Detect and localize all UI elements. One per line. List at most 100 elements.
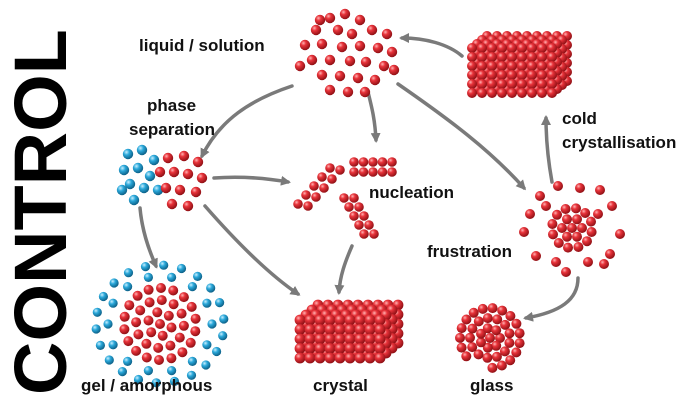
red-particle [461,314,472,325]
crystal-sphere [354,352,366,364]
red-particle [349,157,359,167]
phase-separation-particles [116,144,208,212]
red-particle [572,214,582,225]
red-particle [165,340,176,351]
label-glass: glass [470,376,513,395]
crystal-sphere [507,79,517,89]
red-particle [368,167,378,177]
red-particle [468,307,479,318]
glass-particles [455,303,525,373]
crystal-sphere [364,324,376,335]
red-particle [310,24,322,36]
red-particle [311,192,321,202]
crystal-sphere [304,324,316,335]
crystal-sphere [517,43,527,53]
red-particle [174,332,185,343]
arrow-liquid-to-phase [200,84,294,159]
blue-particle [117,367,127,377]
red-particle [485,333,495,343]
red-particle [349,211,359,221]
blue-particle [176,263,187,274]
red-particle [335,165,345,175]
crystal-sphere [477,88,487,98]
crystal-sphere [477,43,487,53]
red-particle [360,56,372,68]
red-particle [354,220,364,230]
crystal-sphere [537,88,547,98]
crystal-sphere [507,70,517,80]
blue-particle [91,324,101,334]
blue-particle [215,298,225,308]
red-particle [557,223,567,233]
blue-particle [124,178,136,190]
red-particle [388,64,400,76]
crystal-sphere [324,314,336,326]
red-particle [563,242,573,253]
blue-particle [144,170,156,182]
red-particle [314,14,326,26]
red-particle [144,297,155,308]
crystal-sphere [497,70,507,80]
red-particle [133,329,144,340]
red-particle [135,305,146,316]
crystal-sphere [507,43,517,53]
blue-particle [95,340,105,350]
red-particle [595,185,605,195]
blue-particle [148,154,160,166]
crystal-sphere [477,52,487,62]
red-particle [582,236,592,247]
red-particle [299,39,311,51]
red-particle [178,292,189,303]
red-particle [491,325,502,336]
red-particle [146,327,157,338]
arrows [138,33,580,322]
red-particle [354,202,364,212]
red-particle [141,338,152,349]
crystal-sphere [374,333,386,345]
red-particle [514,328,525,339]
crystal-sphere [517,52,527,62]
label-cold-line2: crystallisation [562,133,676,152]
crystal-block [294,299,404,364]
red-particle [465,332,475,343]
crystal-sphere [344,343,356,354]
crystal-sphere [354,314,366,326]
red-particle [168,285,179,296]
crystal-sphere [324,333,336,345]
red-particle [334,70,346,82]
red-particle [186,301,197,312]
crystal-sphere [527,52,537,62]
red-particle [605,249,615,259]
red-particle [152,307,163,318]
red-particle [541,201,551,211]
crystal-sphere [467,79,477,89]
crystal-sphere [324,343,336,354]
red-particle [131,317,142,328]
red-particle [586,227,597,237]
red-particle [500,319,511,330]
blue-particle [140,262,151,272]
red-particle [132,290,143,301]
blue-particle [152,184,164,196]
red-particle [496,360,507,371]
crystal-sphere [477,70,487,80]
nucleation-cluster-diagonal-top [293,163,345,211]
frustration-particles [519,181,625,277]
red-particle [577,223,587,233]
red-particle [344,202,354,212]
crystal-sphere [517,61,527,71]
red-particle [190,186,202,198]
crystal-sphere [547,61,557,71]
red-particle [476,337,486,348]
crystal-sphere [527,70,537,80]
red-particle [157,330,168,341]
red-particle [467,342,478,353]
crystal-sphere [517,79,527,89]
crystal-sphere [527,79,537,89]
crystal-sphere [467,88,477,98]
red-particle [182,168,194,180]
red-particle [317,172,327,182]
crystal-sphere [487,43,497,53]
crystal-sphere [304,343,316,354]
